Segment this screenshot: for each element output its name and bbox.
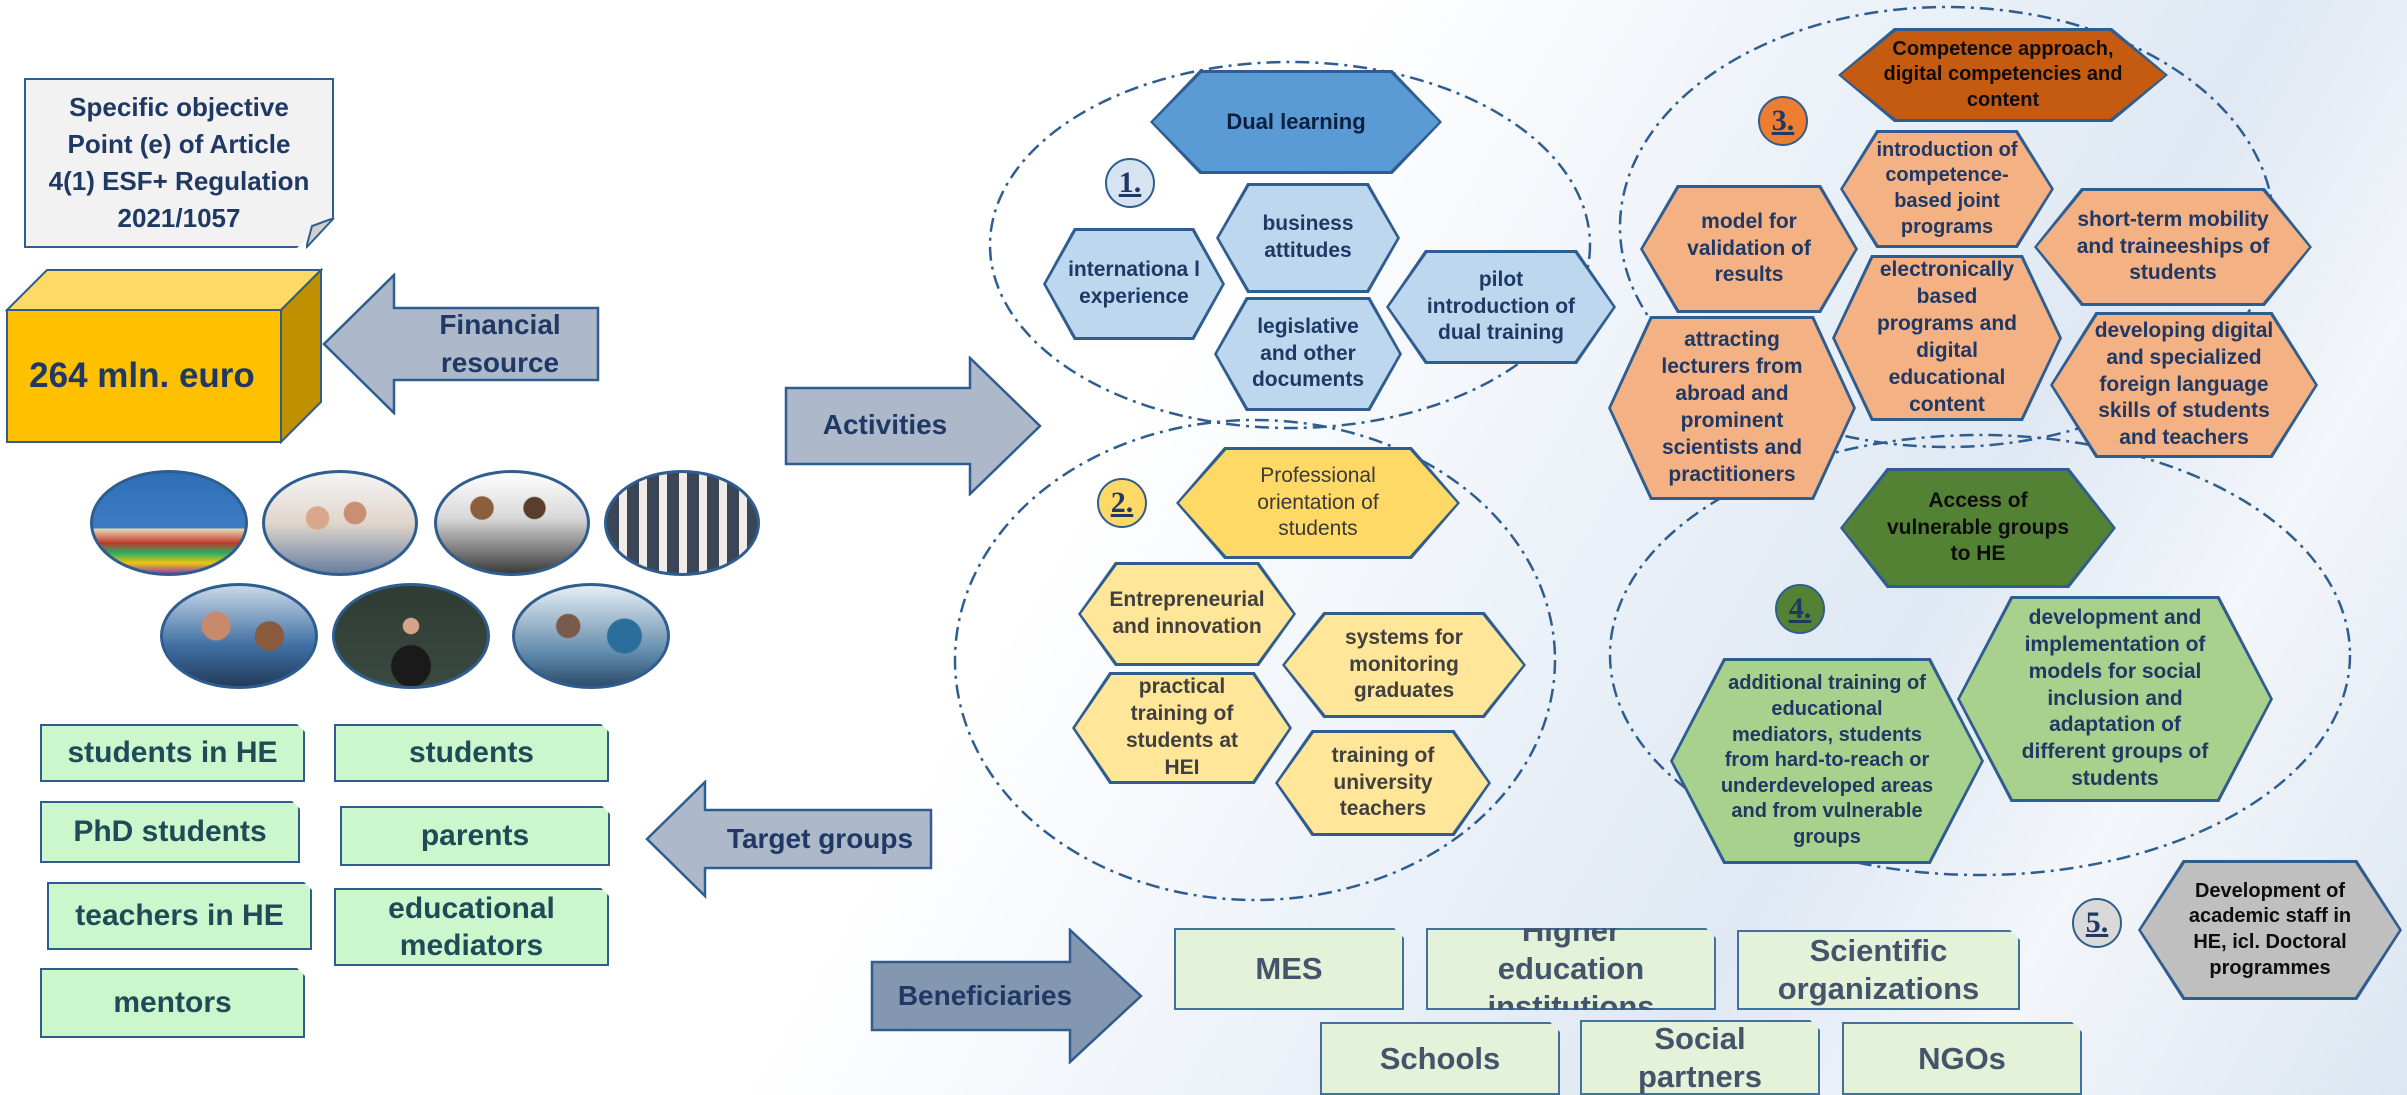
activity1-item-international-experience: internationa l experience — [1043, 228, 1225, 340]
beneficiary-mes: MES — [1174, 928, 1404, 1010]
activity5-number: 5. — [2072, 898, 2122, 948]
ellipse-activity-2 — [953, 418, 1557, 902]
photo-lecturer-blackboard — [332, 583, 490, 689]
objective-text: Specific objective Point (e) of Article … — [48, 92, 310, 233]
financial-resource-label: Financial resource — [439, 309, 561, 378]
financial-resource-arrow — [322, 273, 600, 415]
activity3-item-attracting-lecturers: attracting lecturers from abroad and pro… — [1608, 316, 1856, 500]
activity3-item-digital-content: electronically based programs and digita… — [1832, 255, 2062, 421]
activity1-item-legislative-documents: legislative and other documents — [1214, 297, 1402, 411]
ellipse-activity-1 — [988, 60, 1592, 430]
budget-box-3d — [5, 268, 324, 444]
activity3-title-hex: Competence approach, digital competencie… — [1838, 28, 2168, 122]
activity2-item-training-teachers: training of university teachers — [1275, 730, 1491, 836]
beneficiary-higher-education-institutions: Higher education institutions — [1426, 928, 1716, 1010]
target-group-parents: parents — [340, 806, 610, 866]
photo-handshake-crowd — [604, 470, 760, 576]
beneficiaries-label: Beneficiaries — [897, 980, 1073, 1011]
activity1-item-pilot-dual-training: pilot introduction of dual training — [1386, 250, 1616, 364]
activity3-item-language-skills: developing digital and specialized forei… — [2050, 312, 2318, 458]
activity2-item-practical-training: practical training of students at HEI — [1072, 672, 1292, 784]
budget-amount: 264 mln. euro — [29, 356, 255, 395]
activity2-title-hex: Professional orientation of students — [1176, 447, 1460, 559]
activity2-number: 2. — [1097, 478, 1147, 528]
photo-students-group — [262, 470, 418, 576]
beneficiaries-arrow — [870, 928, 1143, 1064]
target-group-mentors: mentors — [40, 968, 305, 1038]
activities-label: Activities — [822, 409, 948, 440]
beneficiary-ngos: NGOs — [1842, 1022, 2082, 1095]
activity4-item-social-inclusion: development and implementation of models… — [1957, 596, 2273, 802]
beneficiary-schools: Schools — [1320, 1022, 1560, 1095]
target-group-students: students — [334, 724, 609, 782]
activity3-item-validation-model: model for validation of results — [1640, 185, 1858, 313]
activity4-number: 4. — [1775, 584, 1825, 634]
beneficiary-scientific-organizations: Scientific organizations — [1737, 930, 2020, 1010]
activity1-number: 1. — [1105, 158, 1155, 208]
specific-objective-box: Specific objective Point (e) of Article … — [24, 78, 334, 248]
photo-students-laptops — [434, 470, 590, 576]
target-group-phd-students: PhD students — [40, 801, 300, 863]
photo-tutoring — [160, 583, 318, 689]
objective-page-fold — [306, 218, 335, 249]
activity2-item-monitoring-graduates: systems for monitoring graduates — [1282, 612, 1526, 718]
activity4-item-additional-training: additional training of educational media… — [1670, 658, 1984, 864]
target-groups-label: Target groups — [726, 823, 914, 854]
ellipse-activity-4 — [1608, 433, 2352, 877]
target-group-teachers-in-he: teachers in HE — [47, 882, 312, 950]
photo-laboratory — [512, 583, 670, 689]
beneficiary-social-partners: Social partners — [1580, 1020, 1820, 1095]
activity3-number: 3. — [1758, 96, 1808, 146]
activity3-item-competence-programs: introduction of competence-based joint p… — [1840, 130, 2054, 248]
activities-arrow — [784, 356, 1042, 496]
activity3-item-mobility-traineeships: short-term mobility and traineeships of … — [2034, 188, 2312, 306]
activity1-title-hex: Dual learning — [1150, 70, 1442, 174]
target-group-educational-mediators: educational mediators — [334, 888, 609, 966]
activity4-title-hex: Access of vulnerable groups to HE — [1840, 468, 2116, 588]
photo-phd-books — [90, 470, 248, 576]
activity1-item-business-attitudes: business attitudes — [1216, 183, 1400, 293]
activity2-item-entrepreneurial: Entrepreneurial and innovation — [1078, 562, 1296, 666]
activity5-hex: Development of academic staff in HE, icl… — [2138, 860, 2402, 1000]
target-groups-arrow — [645, 780, 933, 899]
target-group-students-in-he: students in HE — [40, 724, 305, 782]
